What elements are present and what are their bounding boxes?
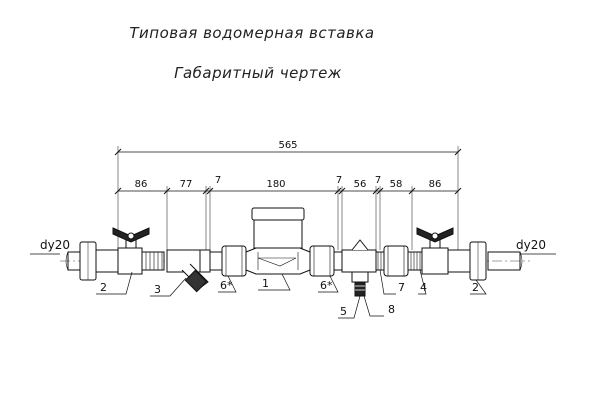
callout-2-left: 2: [100, 281, 107, 294]
strainer: [166, 249, 209, 293]
right-union: [309, 245, 343, 277]
water-meter: [245, 207, 311, 275]
dim-7-mid: 7: [336, 175, 342, 186]
callout-7: 7: [398, 281, 405, 294]
pipe-right-label: dy20: [516, 238, 546, 252]
dim-58: 58: [390, 179, 403, 190]
left-union: [199, 245, 247, 277]
drawing-title: Типовая водомерная вставка: [129, 24, 375, 42]
callout-6-right: 6*: [320, 279, 333, 292]
nipple: [375, 251, 385, 271]
dim-180: 180: [266, 179, 285, 190]
dim-77: 77: [180, 179, 193, 190]
drawing-subtitle: Габаритный чертеж: [174, 64, 342, 82]
left-ball-valve: [112, 227, 165, 275]
dim-7-right: 7: [375, 175, 381, 186]
callout-4: 4: [420, 281, 427, 294]
right-coupling: [447, 241, 487, 281]
dim-total: 565: [278, 140, 297, 151]
dim-7-left: 7: [215, 175, 221, 186]
dim-56: 56: [354, 179, 367, 190]
callout-1: 1: [262, 277, 269, 290]
pipe-left-label: dy20: [40, 238, 70, 252]
callout-5: 5: [340, 305, 347, 318]
callout-3: 3: [154, 283, 161, 296]
callout-8: 8: [388, 303, 395, 316]
dim-86-left: 86: [135, 179, 148, 190]
right-ball-valve: [407, 227, 454, 275]
dim-86-right: 86: [429, 179, 442, 190]
left-coupling: [79, 241, 119, 281]
right-fitting: [383, 245, 409, 277]
drain-tee: [341, 239, 377, 297]
callout-2-right: 2: [472, 281, 479, 294]
callout-6-left: 6*: [220, 279, 233, 292]
